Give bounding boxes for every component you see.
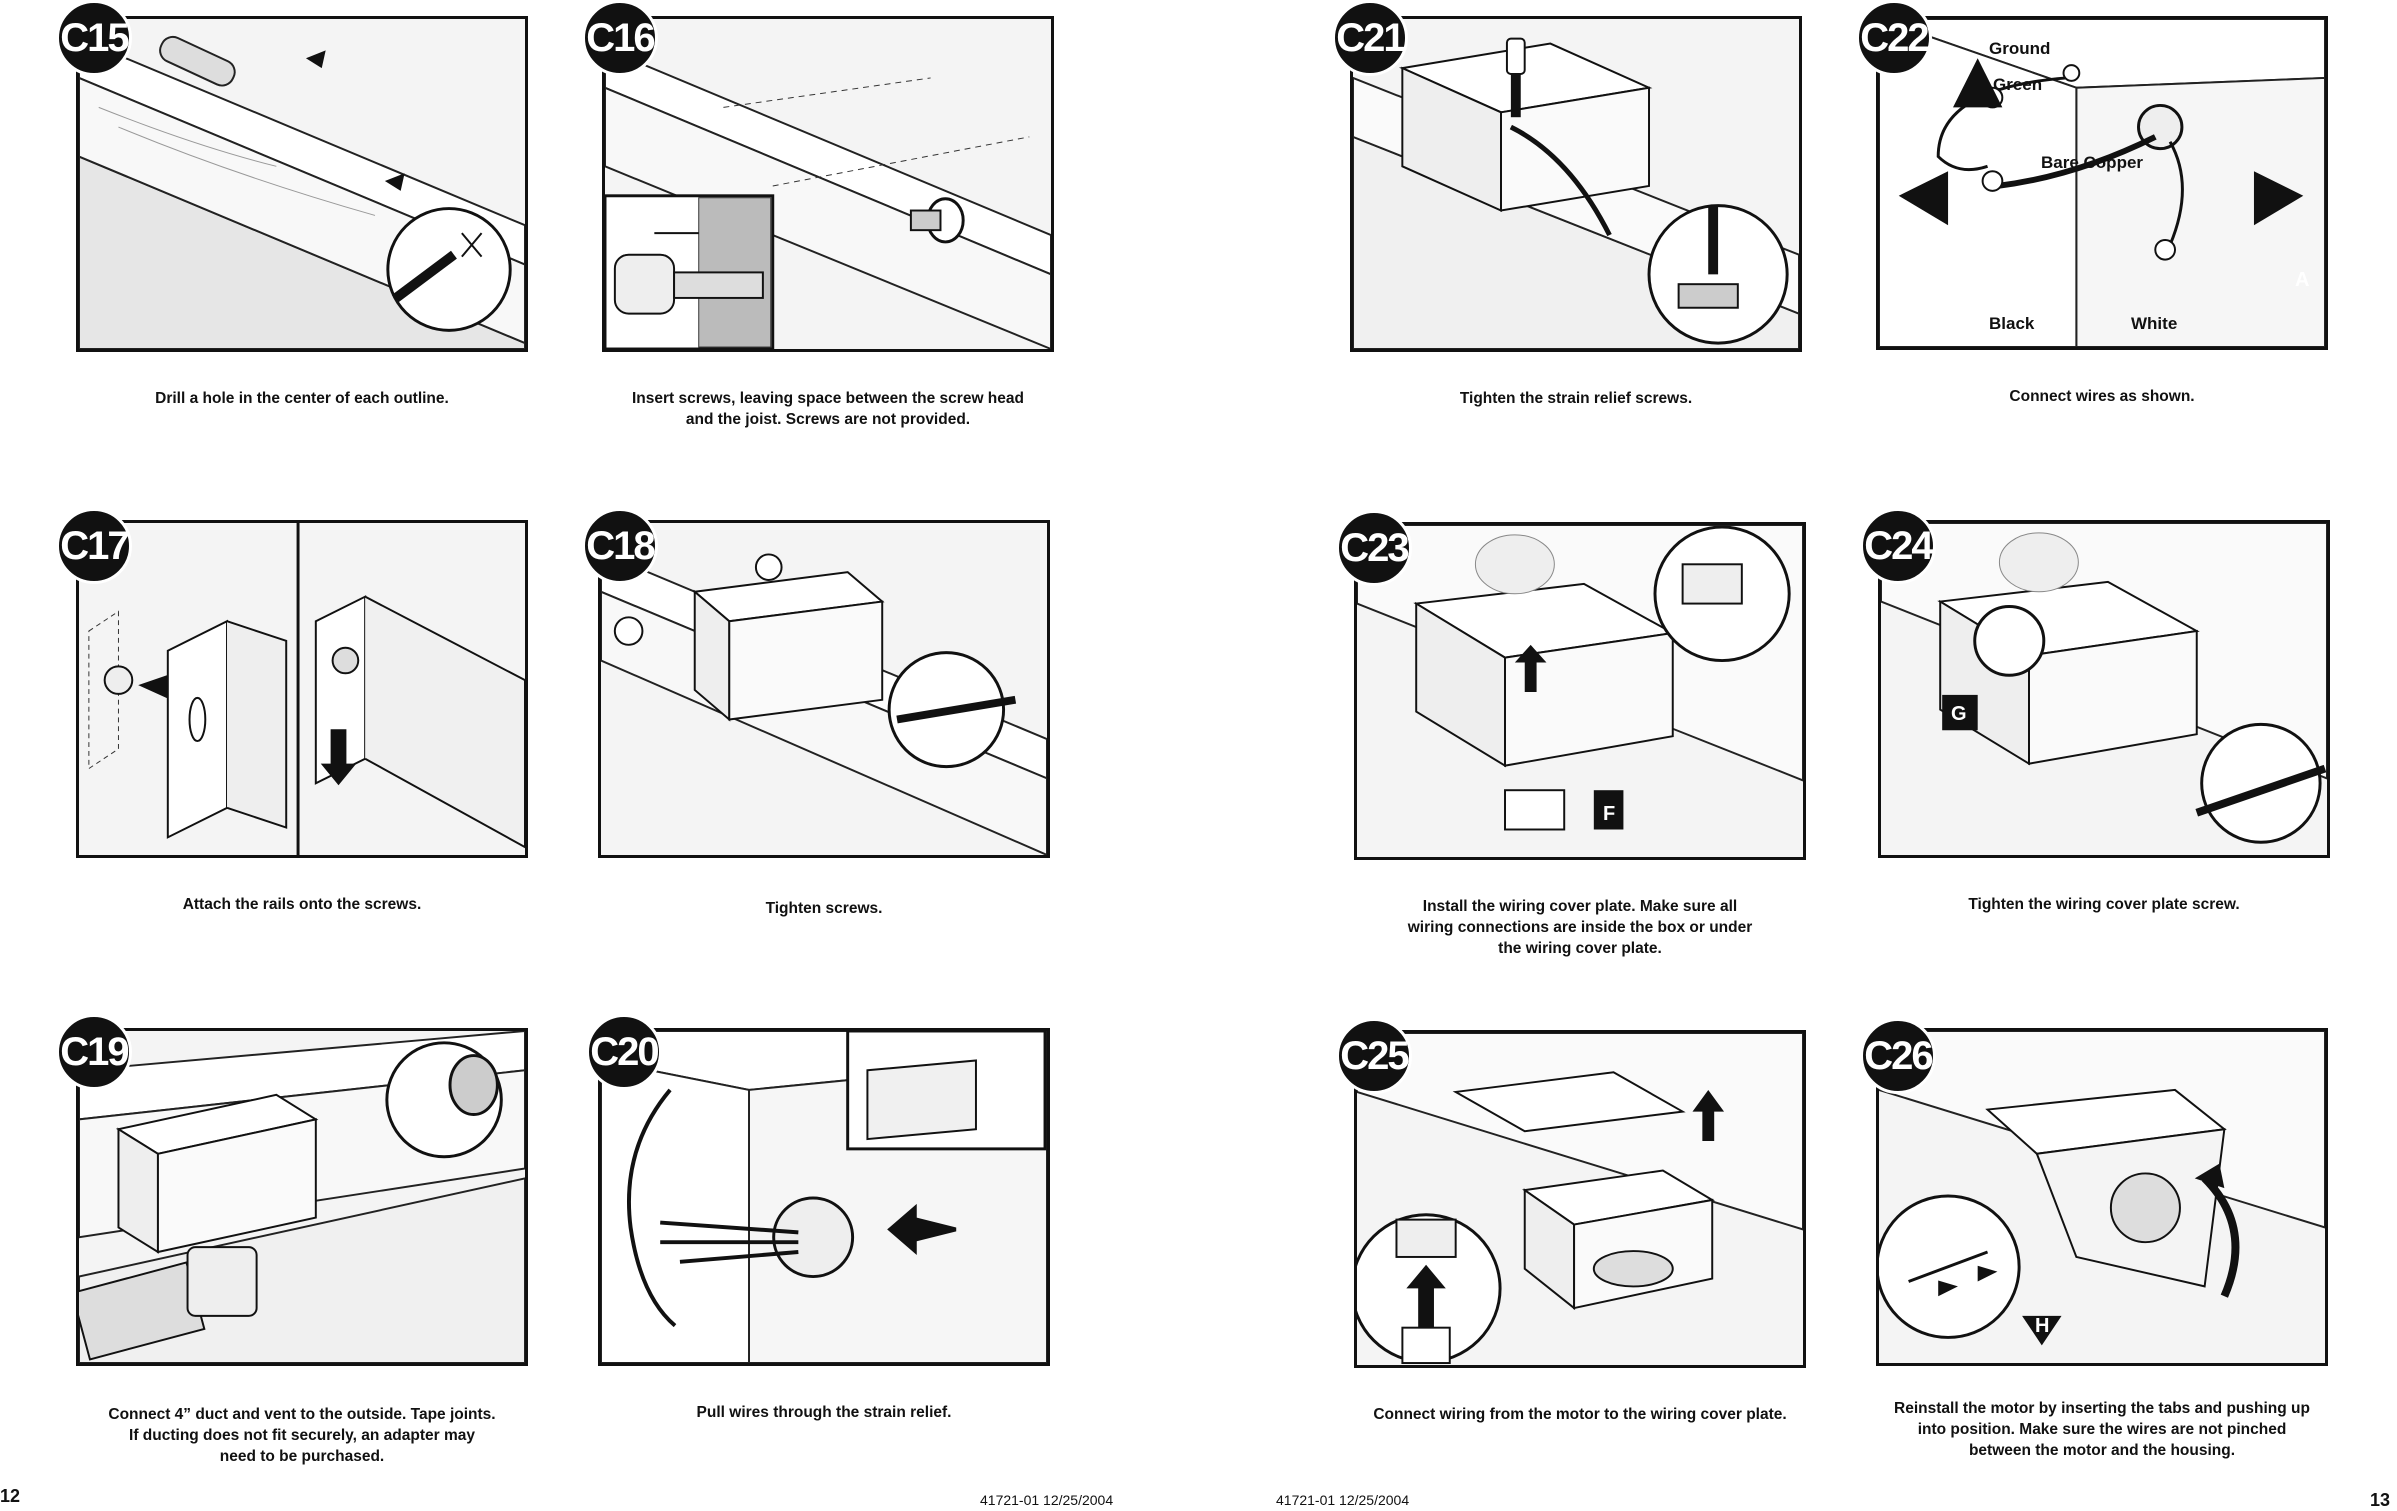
illustration-tighten-screws bbox=[598, 520, 1050, 858]
wire-nut-marker: A bbox=[1926, 269, 1941, 291]
step-badge: C23 bbox=[1336, 510, 1412, 586]
step-caption: Attach the rails onto the screws. bbox=[182, 896, 422, 913]
step-badge: C21 bbox=[1332, 0, 1408, 76]
cover-plate-marker: F bbox=[1603, 803, 1616, 825]
step-caption: Connect wiring from the motor to the wir… bbox=[1373, 1406, 1787, 1423]
illustration-wiring-cover-plate: F bbox=[1354, 522, 1806, 860]
label-black: Black bbox=[1989, 314, 2035, 333]
step-caption: Pull wires through the strain relief. bbox=[696, 1404, 952, 1421]
step-badge: C16 bbox=[582, 0, 658, 76]
step-caption: Reinstall the motor by inserting the tab… bbox=[1894, 1400, 2310, 1459]
step-caption: Connect 4” duct and vent to the outside.… bbox=[108, 1406, 496, 1465]
illustration-connect-motor-wiring bbox=[1354, 1030, 1806, 1368]
cover-screw-marker: G bbox=[1951, 703, 1967, 725]
step-badge: C20 bbox=[586, 1014, 662, 1090]
step-badge: C19 bbox=[56, 1014, 132, 1090]
motor-marker: H bbox=[2035, 1315, 2050, 1337]
illustration-connect-duct bbox=[76, 1028, 528, 1366]
step-caption: Tighten screws. bbox=[765, 900, 883, 917]
wire-nut-marker: A bbox=[2295, 269, 2310, 291]
step-caption: Tighten the strain relief screws. bbox=[1459, 390, 1693, 407]
illustration-drill-holes bbox=[76, 16, 528, 352]
wire-nut-marker: A bbox=[1971, 119, 1986, 141]
illustration-strain-relief bbox=[1350, 16, 1802, 352]
label-ground: Ground bbox=[1989, 39, 2051, 58]
step-badge: C17 bbox=[56, 508, 132, 584]
illustration-reinstall-motor: H bbox=[1876, 1028, 2328, 1366]
page-number-right: 13 bbox=[2370, 1490, 2391, 1510]
page-number-left: 12 bbox=[0, 1486, 21, 1506]
step-badge: C15 bbox=[56, 0, 132, 76]
step-caption: Install the wiring cover plate. Make sur… bbox=[1407, 898, 1753, 957]
illustration-tighten-cover-screw: G bbox=[1878, 520, 2330, 858]
illustration-attach-rails bbox=[76, 520, 528, 858]
document-code-left: 41721-01 12/25/2004 bbox=[980, 1492, 1114, 1508]
step-caption: Insert screws, leaving space between the… bbox=[632, 390, 1024, 428]
label-white: White bbox=[2131, 314, 2178, 333]
illustration-insert-screws bbox=[602, 16, 1054, 352]
label-bare-copper: Bare Copper bbox=[2041, 153, 2144, 172]
step-badge: C18 bbox=[582, 508, 658, 584]
label-green: Green bbox=[1993, 75, 2043, 94]
step-badge: C24 bbox=[1860, 508, 1936, 584]
illustration-pull-wires bbox=[598, 1028, 1050, 1366]
step-caption: Connect wires as shown. bbox=[2009, 388, 2195, 405]
step-badge: C25 bbox=[1336, 1018, 1412, 1094]
document-code-right: 41721-01 12/25/2004 bbox=[1276, 1492, 1410, 1508]
step-caption: Drill a hole in the center of each outli… bbox=[155, 390, 449, 407]
step-badge: C22 bbox=[1856, 0, 1932, 76]
illustration-connect-wires: Ground Green Bare Copper Black White A A… bbox=[1876, 16, 2328, 350]
step-caption: Tighten the wiring cover plate screw. bbox=[1968, 896, 2240, 913]
step-badge: C26 bbox=[1860, 1018, 1936, 1094]
